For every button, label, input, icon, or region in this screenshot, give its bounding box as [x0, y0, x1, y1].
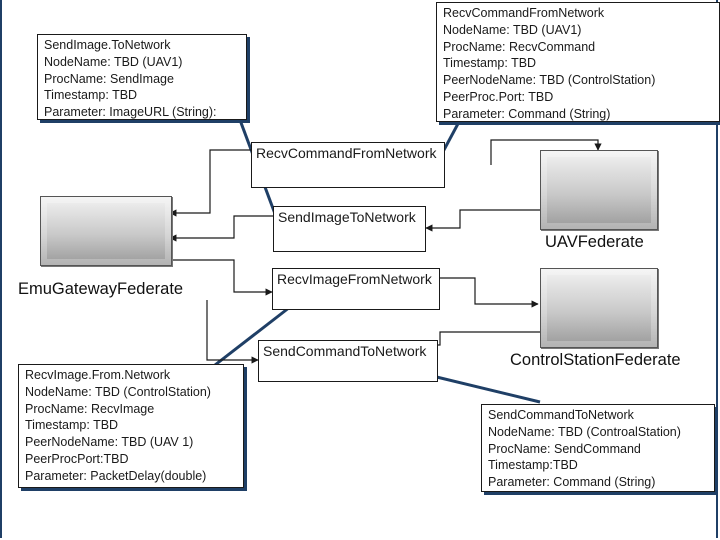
callout-line: NodeName: TBD (UAV1) — [44, 54, 183, 69]
node-send-image-to-network: SendImageToNetwork — [273, 206, 426, 252]
federate-label-emu-gateway: EmuGatewayFederate — [18, 280, 184, 298]
node-label: RecvCommandFromNetwork — [256, 145, 437, 161]
node-label: SendImageToNetwork — [278, 209, 416, 225]
node-label: RecvImageFromNetwork — [277, 271, 432, 287]
callout-line: Parameter: Command (String) — [443, 106, 611, 121]
callout-line: NodeName: TBD (UAV1) — [443, 22, 582, 37]
callout-send-image-to-network: SendImage.ToNetwork NodeName: TBD (UAV1)… — [37, 34, 247, 120]
callout-line: NodeName: TBD (ControalStation) — [488, 424, 681, 439]
node-recv-image-from-network: RecvImageFromNetwork — [272, 268, 440, 310]
callout-line: ProcName: SendImage — [44, 71, 174, 86]
node-label: SendCommandToNetwork — [263, 343, 427, 359]
federate-box-emu-gateway — [40, 196, 172, 266]
callout-line: SendImage.ToNetwork — [44, 38, 171, 52]
callout-line: ProcName: RecvImage — [25, 401, 155, 416]
callout-line: PeerProc.Port: TBD — [443, 89, 554, 104]
callout-recv-image-from-network: RecvImage.From.Network NodeName: TBD (Co… — [18, 364, 244, 488]
connector-uav-to-recv-command — [490, 139, 602, 165]
connector-send-image-to-emu — [169, 215, 273, 242]
callout-pointer-recv-image — [214, 305, 291, 367]
callout-line: Timestamp: TBD — [443, 56, 537, 71]
callout-send-command-to-network: SendCommandToNetwork NodeName: TBD (Cont… — [481, 404, 715, 492]
callout-line: Parameter: PacketDelay(double) — [25, 468, 207, 483]
callout-line: Timestamp: TBD — [25, 418, 119, 433]
connector-recv-image-to-control — [440, 277, 539, 308]
callout-line: PeerProcPort:TBD — [25, 451, 129, 466]
callout-line: RecvImage.From.Network — [25, 368, 171, 382]
connector-recv-command-to-emu — [169, 149, 251, 217]
callout-line: ProcName: SendCommand — [488, 441, 641, 456]
callout-recv-command-from-network: RecvCommandFromNetwork NodeName: TBD (UA… — [436, 2, 720, 122]
callout-line: SendCommandToNetwork — [488, 408, 634, 422]
connector-emu-to-recv-image — [170, 259, 273, 296]
callout-line: ProcName: RecvCommand — [443, 39, 596, 54]
callout-pointer-send-command — [419, 371, 541, 404]
callout-line: NodeName: TBD (ControlStation) — [25, 384, 211, 399]
node-recv-command-from-network: RecvCommandFromNetwork — [251, 142, 445, 188]
callout-line: Parameter: ImageURL (String): — [44, 105, 217, 120]
federate-box-uav — [540, 150, 658, 230]
callout-line: PeerNodeName: TBD (UAV 1) — [25, 435, 194, 450]
callout-line: Timestamp:TBD — [488, 458, 578, 473]
federate-box-control-station — [540, 268, 658, 348]
callout-line: RecvCommandFromNetwork — [443, 6, 605, 20]
node-send-command-to-network: SendCommandToNetwork — [258, 340, 438, 382]
callout-line: Timestamp: TBD — [44, 88, 138, 103]
callout-line: Parameter: Command (String) — [488, 475, 656, 490]
connector-uav-to-send-image — [425, 209, 540, 232]
federate-label-uav: UAVFederate — [545, 233, 644, 251]
callout-line: PeerNodeName: TBD (ControlStation) — [443, 73, 656, 88]
federate-label-control-station: ControlStationFederate — [510, 351, 681, 369]
connector-emu-to-send-command — [206, 300, 259, 364]
